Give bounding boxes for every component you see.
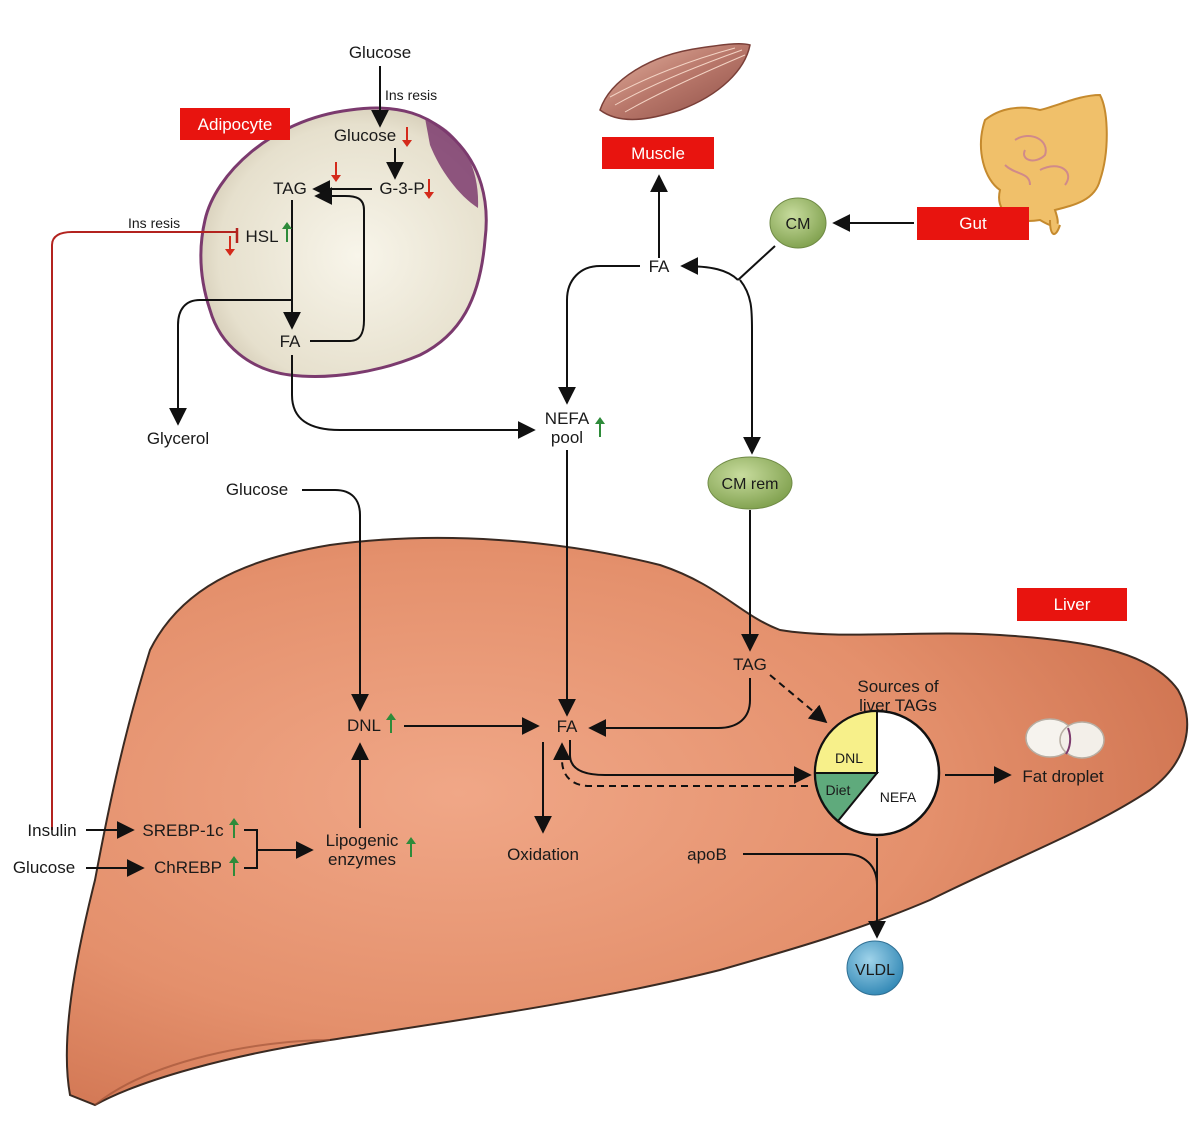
adipocyte-cell	[199, 106, 488, 378]
up-arrow-icon	[229, 856, 239, 876]
down-arrow-icon	[331, 162, 341, 182]
pie-label-nefa: NEFA	[880, 789, 917, 805]
up-arrow-icon	[595, 417, 605, 437]
svg-text:CM rem: CM rem	[722, 476, 779, 493]
adipocyte-glucose-input: Glucose	[349, 43, 411, 62]
down-arrow-icon	[225, 236, 235, 256]
up-arrow-icon	[282, 222, 292, 242]
liver-fa-label: FA	[557, 717, 578, 736]
tag-pool-to-fa-dashed-arrow	[553, 742, 808, 787]
g3p-label: G-3-P	[379, 179, 424, 198]
cm-node: CM	[769, 197, 827, 249]
cm-rem-node: CM rem	[707, 456, 793, 510]
circulating-fa-label: FA	[649, 257, 670, 276]
down-arrow-icon	[424, 179, 434, 199]
insulin-resistance-line	[51, 231, 236, 830]
svg-text:Adipocyte: Adipocyte	[198, 115, 273, 134]
liver-glucose-left: Glucose	[13, 858, 75, 877]
liver-shape	[65, 536, 1189, 1107]
glycerol-release-arrow	[169, 299, 292, 426]
fat-droplet-illustration	[1025, 718, 1105, 759]
sources-title-line1: Sources of	[857, 677, 939, 696]
pie-slice-dnl	[813, 709, 878, 774]
liver-glucose-top: Glucose	[226, 480, 288, 499]
muscle-illustration	[599, 43, 751, 121]
hsl-label: HSL	[245, 227, 278, 246]
fat-droplet-label: Fat droplet	[1022, 767, 1104, 786]
up-arrow-icon	[406, 837, 416, 857]
intestine-illustration	[979, 93, 1108, 235]
svg-text:Liver: Liver	[1054, 595, 1091, 614]
up-arrow-icon	[386, 713, 396, 733]
pie-label-dnl: DNL	[835, 750, 863, 766]
fa-to-nefa-pool-arrow	[558, 265, 640, 405]
ins-resis-top-label: Ins resis	[385, 87, 437, 103]
nefa-pool-label-line1: NEFA	[545, 409, 590, 428]
adipocyte-nucleus	[425, 118, 479, 208]
glycerol-label: Glycerol	[147, 429, 209, 448]
ins-resis-left-label: Ins resis	[128, 215, 180, 231]
vldl-node: VLDL	[846, 940, 904, 996]
nefa-pool-label-line2: pool	[551, 428, 583, 447]
down-arrow-icon	[402, 127, 412, 147]
glucose-to-dnl-arrow	[302, 489, 369, 712]
chrebp-label: ChREBP	[154, 858, 222, 877]
cm-to-fa-arrow	[680, 257, 739, 281]
fa-to-nefa-arrow	[291, 355, 536, 439]
cm-to-fa-branch	[737, 245, 776, 281]
pie-slice-diet	[813, 772, 880, 823]
lipogenic-label-line2: enzymes	[328, 850, 396, 869]
up-arrow-icon	[229, 818, 239, 838]
svg-text:Gut: Gut	[959, 214, 987, 233]
liver-lower-edge	[94, 1039, 331, 1106]
fa-reesterification-arrow	[310, 187, 365, 342]
muscle-label: Muscle	[602, 137, 714, 169]
adipocyte-glucose: Glucose	[334, 126, 396, 145]
tag-to-fa-arrow	[588, 678, 751, 737]
srebp-label: SREBP-1c	[142, 821, 224, 840]
svg-text:CM: CM	[786, 216, 811, 233]
adipocyte-tag: TAG	[273, 179, 307, 198]
svg-text:VLDL: VLDL	[855, 962, 895, 979]
liver-tag-label: TAG	[733, 655, 767, 674]
tag-to-sources-dashed-arrow	[769, 674, 828, 724]
adipocyte-label: Adipocyte	[180, 108, 290, 140]
apob-label: apoB	[687, 845, 727, 864]
svg-text:Muscle: Muscle	[631, 144, 685, 163]
pie-label-diet: Diet	[826, 782, 851, 798]
lipogenic-label-line1: Lipogenic	[326, 831, 399, 850]
insulin-label: Insulin	[27, 821, 76, 840]
dnl-label: DNL	[347, 716, 381, 735]
liver-tag-sources-pie: DNL Diet NEFA	[813, 709, 941, 837]
liver-label: Liver	[1017, 588, 1127, 621]
oxidation-label: Oxidation	[507, 845, 579, 864]
gut-label: Gut	[917, 207, 1029, 240]
adipocyte-fa: FA	[280, 332, 301, 351]
cm-to-cm-rem-arrow	[739, 279, 761, 455]
